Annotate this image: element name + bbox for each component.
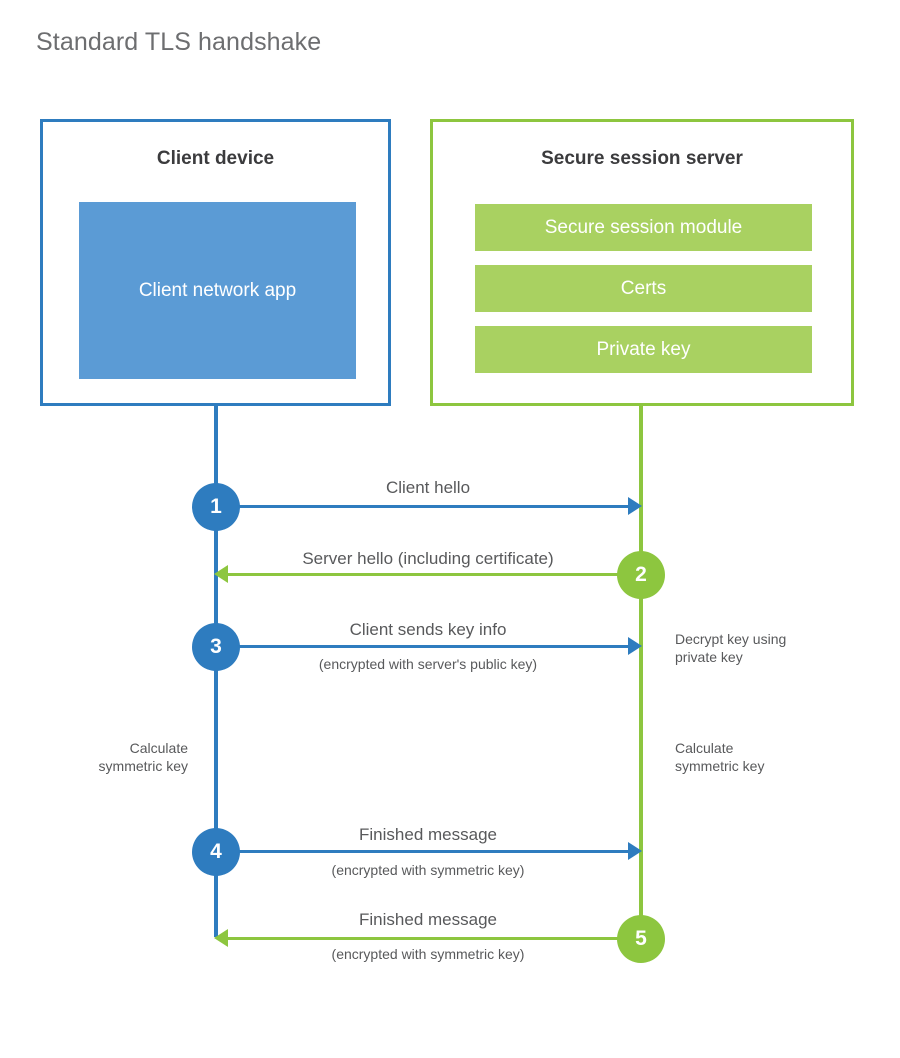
server-decrypt-note-line-2: private key bbox=[675, 649, 743, 665]
step-1-marker: 1 bbox=[192, 483, 240, 531]
page-title: Standard TLS handshake bbox=[36, 28, 322, 56]
step-1-label: Client hello bbox=[385, 478, 471, 497]
step-4-marker: 4 bbox=[192, 828, 240, 876]
step-1-arrow-line bbox=[216, 505, 628, 508]
server-component-private-key: Private key bbox=[475, 326, 812, 373]
server-component-secure-session-module: Secure session module bbox=[475, 204, 812, 251]
step-4-sublabel: (encrypted with symmetric key) bbox=[331, 862, 525, 878]
step-2-arrow-line bbox=[228, 573, 628, 576]
client-device-box: Client device Client network app bbox=[40, 119, 391, 406]
server-decrypt-note: Decrypt key using private key bbox=[675, 630, 855, 666]
step-3-arrow-line bbox=[216, 645, 628, 648]
client-calculate-note-line-1: Calculate bbox=[129, 740, 188, 756]
server-calculate-note-line-2: symmetric key bbox=[675, 758, 765, 774]
secure-session-server-box: Secure session server Secure session mod… bbox=[430, 119, 854, 406]
secure-session-server-title: Secure session server bbox=[541, 148, 743, 169]
step-4-label: Finished message bbox=[359, 825, 497, 844]
client-network-app-block: Client network app bbox=[79, 202, 356, 379]
server-decrypt-note-line-1: Decrypt key using bbox=[675, 631, 787, 647]
client-calculate-symmetric-key-note: Calculate symmetric key bbox=[20, 739, 188, 775]
server-calculate-symmetric-key-note: Calculate symmetric key bbox=[675, 739, 855, 775]
server-lifeline bbox=[639, 403, 643, 940]
step-3-arrowhead bbox=[628, 637, 642, 655]
step-5-sublabel: (encrypted with symmetric key) bbox=[331, 946, 525, 962]
server-calculate-note-line-1: Calculate bbox=[675, 740, 734, 756]
client-device-title: Client device bbox=[156, 148, 275, 169]
server-component-certs: Certs bbox=[475, 265, 812, 312]
step-2-label: Server hello (including certificate) bbox=[302, 549, 554, 568]
step-5-marker: 5 bbox=[617, 915, 665, 963]
step-1-arrowhead bbox=[628, 497, 642, 515]
step-2-marker: 2 bbox=[617, 551, 665, 599]
step-4-arrowhead bbox=[628, 842, 642, 860]
step-2-arrowhead bbox=[214, 565, 228, 583]
step-5-arrow-line bbox=[228, 937, 628, 940]
step-3-marker: 3 bbox=[192, 623, 240, 671]
step-3-label: Client sends key info bbox=[349, 620, 507, 639]
step-5-label: Finished message bbox=[359, 910, 497, 929]
step-4-arrow-line bbox=[216, 850, 628, 853]
step-3-sublabel: (encrypted with server's public key) bbox=[318, 656, 538, 672]
step-5-arrowhead bbox=[214, 929, 228, 947]
client-calculate-note-line-2: symmetric key bbox=[98, 758, 188, 774]
